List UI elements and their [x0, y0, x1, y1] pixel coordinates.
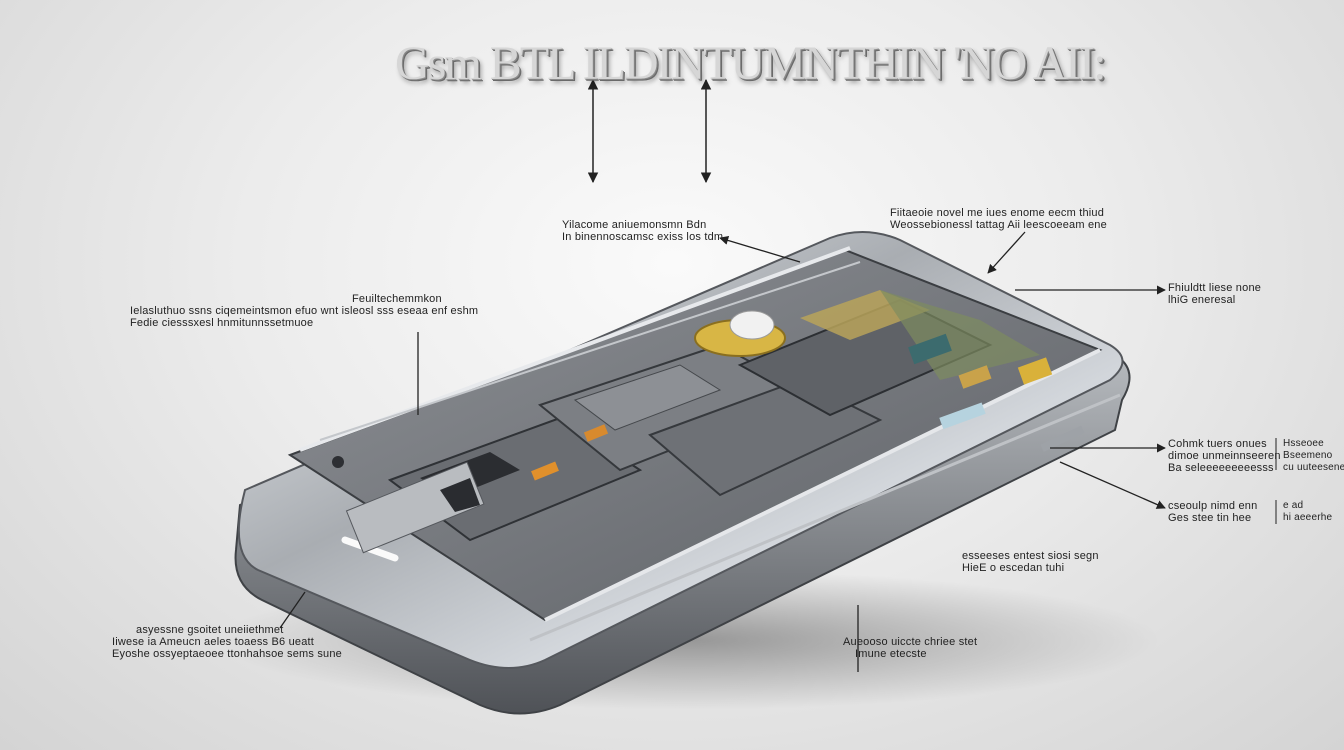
port-hole	[440, 478, 480, 512]
chip-teal	[908, 333, 952, 365]
leader-6	[1059, 461, 1166, 509]
pcb-green	[880, 290, 1040, 380]
component-plate	[573, 364, 722, 431]
leader-8	[279, 591, 306, 629]
connector-2	[531, 461, 559, 481]
side-button	[1040, 425, 1085, 452]
rail-inner	[319, 261, 861, 441]
diagram-title: Gsm BTL ILDINTUMNTHIN 'NO AII:	[395, 37, 1106, 90]
rail-bottom	[544, 348, 1101, 622]
chip-yellow	[1017, 357, 1053, 385]
front-camera	[332, 456, 344, 468]
rail-lower	[529, 393, 1121, 642]
front-panel	[345, 461, 485, 554]
leader-3	[987, 231, 1026, 274]
side-highlight	[939, 402, 986, 430]
camera-lens	[729, 310, 775, 340]
connector-1	[583, 424, 609, 442]
chip-gold	[958, 365, 992, 389]
callout-label-3: Fiitaeoie novel me iues enome eecm thiud…	[890, 207, 1107, 231]
leader-1	[719, 235, 801, 263]
